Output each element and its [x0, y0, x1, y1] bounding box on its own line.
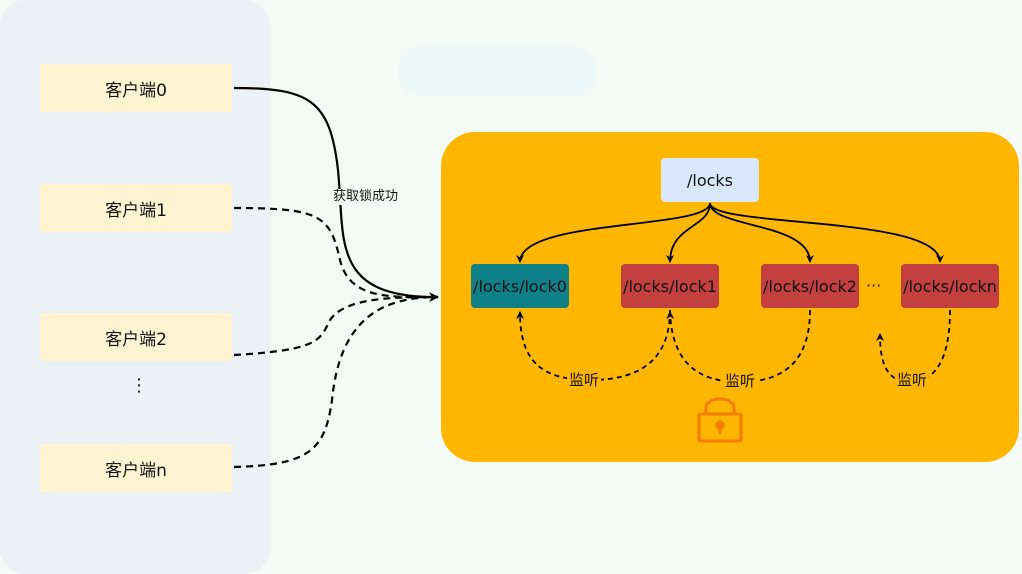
client-1-label: 客户端1 [105, 200, 167, 221]
faded-label-background [398, 46, 596, 96]
root-to-lock1-edge [666, 202, 711, 263]
client-n-label: 客户端n [105, 460, 167, 481]
client-n-box: 客户端n [40, 444, 232, 492]
acquire-success-edge [233, 86, 439, 303]
watch-label-2: 监听 [723, 372, 758, 390]
locks-ellipsis: ··· [866, 276, 882, 295]
root-node-label: /locks [686, 170, 734, 190]
lock-node-0-label: /locks/lock0 [473, 276, 567, 296]
client-n-edge [233, 295, 439, 469]
watch-label-3: 监听 [895, 371, 930, 389]
lock-node-2-label: /locks/lock2 [763, 276, 857, 296]
root-to-lock0-edge [516, 202, 711, 263]
client-0-label: 客户端0 [105, 80, 167, 101]
root-to-lock2-edge [709, 202, 814, 263]
root-to-lockn-edge [709, 202, 944, 263]
padlock-icon [697, 397, 743, 443]
lock-node-0: /locks/lock0 [471, 264, 569, 308]
lock-node-1-label: /locks/lock1 [623, 276, 717, 296]
lock1-watch-lock0-edge [516, 309, 671, 381]
acquire-success-label: 获取锁成功 [332, 189, 400, 205]
client-0-box: 客户端0 [40, 64, 232, 112]
client-2-edge [233, 295, 439, 357]
client-1-box: 客户端1 [40, 184, 232, 232]
client-2-label: 客户端2 [105, 329, 167, 350]
lock2-watch-lock1-edge [666, 309, 811, 383]
lock-node-n: /locks/lockn [901, 264, 999, 308]
root-node: /locks [661, 158, 759, 202]
client-1-edge [233, 206, 439, 299]
lock-node-n-label: /locks/lockn [903, 276, 997, 296]
lock-node-2: /locks/lock2 [761, 264, 859, 308]
clients-ellipsis: ⋮ [130, 375, 148, 396]
watch-label-1: 监听 [567, 371, 602, 389]
lock-node-1: /locks/lock1 [621, 264, 719, 308]
client-2-box: 客户端2 [40, 313, 232, 361]
